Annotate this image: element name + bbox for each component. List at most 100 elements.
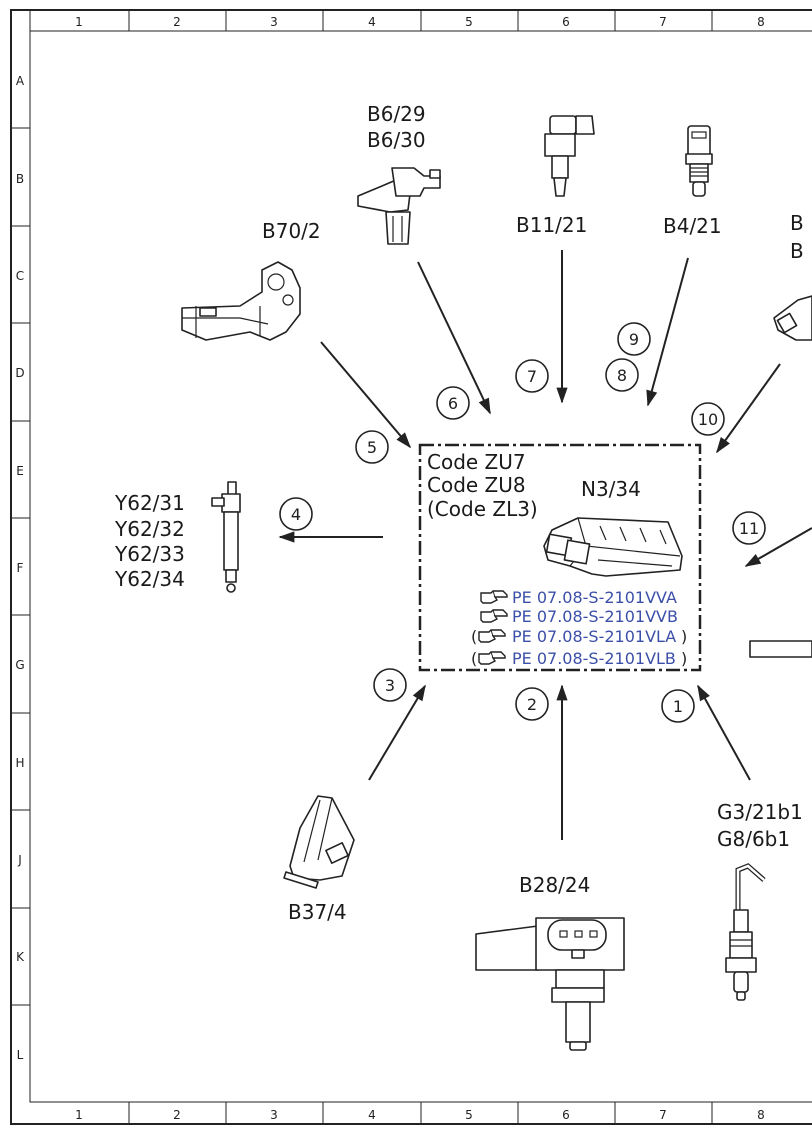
grid-col-label: 7 [659,15,667,29]
reference-list: PE 07.08-S-2101VVA PE 07.08-S-2101VVB ( … [471,588,687,668]
grid-col-label: 8 [757,15,765,29]
callout-8: 8 [605,358,639,392]
right-sensor-drawing [773,295,812,341]
label-b-right-2: B [790,239,804,263]
callout-2: 2 [515,687,549,721]
svg-text:1: 1 [673,697,683,716]
label-y62-34: Y62/34 [114,567,185,591]
svg-text:3: 3 [385,676,395,695]
label-b28-24: B28/24 [519,873,590,897]
label-b70-2: B70/2 [262,219,321,243]
label-b6-29: B6/29 [367,102,426,126]
label-g3-21b1: G3/21b1 [717,800,803,824]
svg-text:4: 4 [291,505,301,524]
grid-row-label: F [17,561,24,575]
grid-col-label: 8 [757,1108,765,1122]
control-unit-code-2: Code ZU8 [427,473,526,497]
grid-row-label: J [17,853,22,867]
reference-link: PE 07.08-S-2101VVB [512,607,678,626]
pointing-hand-icon [478,629,506,643]
label-y62-31: Y62/31 [114,491,185,515]
grid-row-labels: A B C D E F G H J K L [15,74,25,1062]
svg-text:9: 9 [629,330,639,349]
grid-row-label: H [15,756,24,770]
callout-6: 6 [436,386,470,420]
label-g8-6b1: G8/6b1 [717,827,790,851]
pedal-sensor-drawing [283,795,355,889]
callout-7: 7 [515,359,549,393]
reference-row[interactable]: ( PE 07.08-S-2101VLA ) [471,627,687,646]
ecu-module-drawing [543,517,683,577]
camshaft-sensor-drawing [357,167,441,245]
grid-col-label: 7 [659,1108,667,1122]
reference-link: PE 07.08-S-2101VVA [512,588,677,607]
callout-11: 11 [732,511,766,545]
reference-suffix: ) [681,649,687,668]
callout-3: 3 [373,668,407,702]
grid-col-label: 2 [173,1108,181,1122]
reference-prefix: ( [471,649,477,668]
grid-row-label: G [15,658,24,672]
pointing-hand-icon [480,590,508,604]
crankshaft-sensor-drawing [181,261,301,341]
reference-row[interactable]: ( PE 07.08-S-2101VLB ) [471,649,687,668]
control-unit-code-3: (Code ZL3) [427,497,538,521]
grid-col-label: 2 [173,15,181,29]
control-unit-id: N3/34 [581,477,641,501]
pressure-sensor-drawing [685,125,713,197]
grid-row-label: L [17,1048,24,1062]
pointing-hand-icon [478,651,506,665]
svg-text:10: 10 [698,410,718,429]
control-unit-box: Code ZU7 Code ZU8 (Code ZL3) N3/34 PE 07… [418,443,702,672]
grid-row-label: D [15,366,24,380]
grid-row-label: B [16,172,24,186]
grid-column-labels-top: 1 2 3 4 5 6 7 8 [75,15,765,29]
svg-text:7: 7 [527,367,537,386]
grid-col-label: 1 [75,15,83,29]
injector-drawing [211,481,241,593]
frame [10,9,812,1125]
reference-link: PE 07.08-S-2101VLA [512,627,676,646]
oxygen-sensor-drawing [725,863,766,1001]
pointing-hand-icon [480,609,508,623]
grid-column-labels-bottom: 1 2 3 4 5 6 7 8 [75,1108,765,1122]
grid-row-label: A [16,74,25,88]
column-ticks [128,10,713,1124]
grid-col-label: 6 [562,15,570,29]
svg-text:2: 2 [527,695,537,714]
reference-suffix: ) [681,627,687,646]
callout-4: 4 [279,497,313,531]
grid-col-label: 4 [368,1108,376,1122]
grid-col-label: 3 [270,15,278,29]
reference-row[interactable]: PE 07.08-S-2101VVA [480,588,677,607]
callout-5: 5 [355,430,389,464]
right-connector-fragment [749,640,812,658]
reference-prefix: ( [471,627,477,646]
reference-row[interactable]: PE 07.08-S-2101VVB [480,607,678,626]
label-y62-33: Y62/33 [114,542,185,566]
callouts: 1 2 3 4 5 6 7 8 9 10 11 [279,322,766,723]
reference-link: PE 07.08-S-2101VLB [512,649,676,668]
svg-text:5: 5 [367,438,377,457]
svg-text:8: 8 [617,366,627,385]
grid-col-label: 6 [562,1108,570,1122]
map-sensor-drawing [475,917,625,1051]
row-ticks [11,127,30,1006]
signal-arrows [278,250,812,840]
grid-col-label: 4 [368,15,376,29]
callout-1: 1 [661,689,695,723]
svg-text:11: 11 [739,519,759,538]
grid-row-label: E [16,464,24,478]
grid-row-label: C [16,269,24,283]
grid-col-label: 5 [465,15,473,29]
label-b11-21: B11/21 [516,213,587,237]
label-y62-32: Y62/32 [114,517,185,541]
label-b-right-1: B [790,211,804,235]
grid-col-label: 1 [75,1108,83,1122]
svg-text:6: 6 [448,394,458,413]
coolant-temp-sensor-drawing [544,115,595,197]
grid-col-label: 5 [465,1108,473,1122]
label-b4-21: B4/21 [663,214,722,238]
callout-10: 10 [691,402,725,436]
